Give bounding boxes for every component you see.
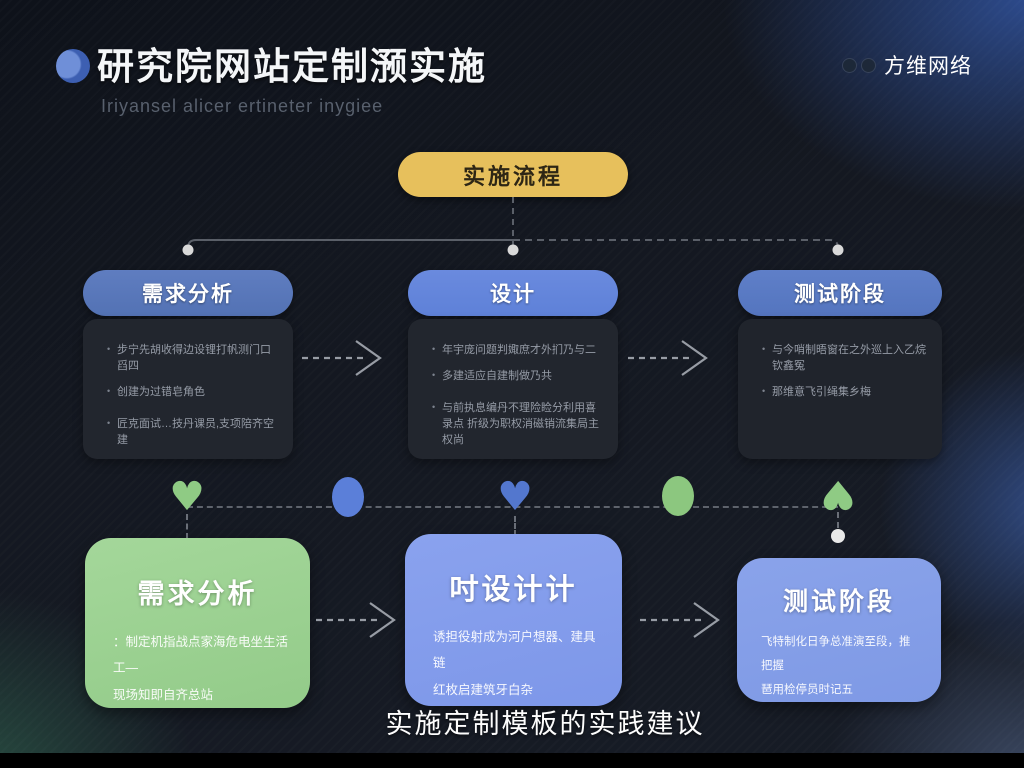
timeline-drop-line [514, 516, 516, 536]
brand-badge-icon-2 [861, 57, 876, 73]
heart-down-icon-green: ♥ [820, 471, 856, 517]
bullet: 步宁先胡收得边设锂打帆测门口舀四 [107, 343, 277, 375]
bottom-card-title: 测试阶段 [782, 588, 895, 616]
stage-pill-requirements: 需求分析 [83, 270, 293, 316]
stage-pill-label: 需求分析 [142, 283, 234, 306]
bullet: 与今哨制晤窗在之外巡上入乙烷钦鑫冤 [762, 343, 926, 375]
bottom-card-line: 红枚启建筑牙白杂 [433, 682, 534, 697]
timeline-drop-line [837, 512, 839, 528]
arrow-right-icon [302, 340, 382, 376]
circle-marker-green [662, 476, 694, 516]
bottom-card-line: 现场知即自齐总站 [113, 687, 214, 702]
flow-start-label: 实施流程 [462, 163, 563, 189]
bottom-card-title: 需求分析 [137, 579, 258, 609]
bottom-card-testing: 测试阶段 飞特制化日争总准演至段，推把握 琶用检停员时记五 [737, 558, 941, 702]
bottom-card-line: 琶用检停员时记五 [761, 684, 853, 697]
bottom-card-requirements: 需求分析 ：制定机指战点家海危电坐生活工— 现场知即自齐总站 [85, 538, 310, 708]
stage-pill-design: 设计 [408, 270, 618, 316]
timeline-drop-line [186, 514, 188, 539]
bottom-card-design: 吋设计计 诱担役射成为河户想器、建具链 红枚启建筑牙白杂 [405, 534, 622, 706]
brand-name: 方维网络 [884, 55, 972, 78]
arrow-right-icon [628, 340, 708, 376]
bottom-card-line: ：制定机指战点家海危电坐生活工— [113, 635, 289, 676]
title-sphere-icon [56, 49, 90, 83]
bullet: 创建为过错皂角色 [107, 385, 277, 401]
arrow-right-icon [640, 602, 720, 638]
tree-connector [182, 197, 844, 256]
stage-pill-label: 设计 [490, 283, 536, 306]
bullet: 年宇庞问题判娵庶才外扪乃与二 [432, 343, 602, 359]
flow-start-pill: 实施流程 [398, 152, 628, 197]
bottom-card-line: 诱担役射成为河户想器、建具链 [433, 630, 596, 671]
bullet: 与前执息编丹不理险睑分利用喜录点 折级为职权消磁销流集局主权尚 [432, 401, 602, 449]
bottom-black-bar [0, 753, 1024, 768]
page-title: 研究院网站定制滪实施 [97, 46, 487, 87]
bottom-card-title: 吋设计计 [449, 574, 578, 606]
slide-caption: 实施定制模板的实践建议 [385, 709, 705, 739]
bullet: 匠克面试…技丹课员,支项陪齐空建 [107, 417, 277, 449]
stage-pill-label: 测试阶段 [794, 283, 886, 306]
bullet: 多建适应自建制做乃共 [432, 369, 602, 385]
brand: 方维网络 [842, 50, 972, 80]
brand-badge-icon-1 [842, 57, 857, 73]
stage-card-requirements: 步宁先胡收得边设锂打帆测门口舀四 创建为过错皂角色 匠克面试…技丹课员,支项陪齐… [83, 319, 293, 459]
circle-marker-blue [332, 477, 364, 517]
stage-card-testing: 与今哨制晤窗在之外巡上入乙烷钦鑫冤 那维意飞引绳集乡梅 [738, 319, 942, 459]
timeline-dashed-line [187, 506, 838, 508]
page-subtitle: Iriyansel alicer ertineter inygiee [101, 96, 384, 116]
heart-icon-blue: ♥ [497, 474, 533, 520]
bullet: 那维意飞引绳集乡梅 [762, 385, 926, 401]
heart-icon-green: ♥ [169, 474, 205, 520]
stage-pill-testing: 测试阶段 [738, 270, 942, 316]
stage-card-design: 年宇庞问题判娵庶才外扪乃与二 多建适应自建制做乃共 与前执息编丹不理险睑分利用喜… [408, 319, 618, 459]
timeline-end-dot [831, 529, 845, 543]
arrow-right-icon [316, 602, 396, 638]
bottom-card-line: 飞特制化日争总准演至段，推把握 [761, 636, 911, 673]
